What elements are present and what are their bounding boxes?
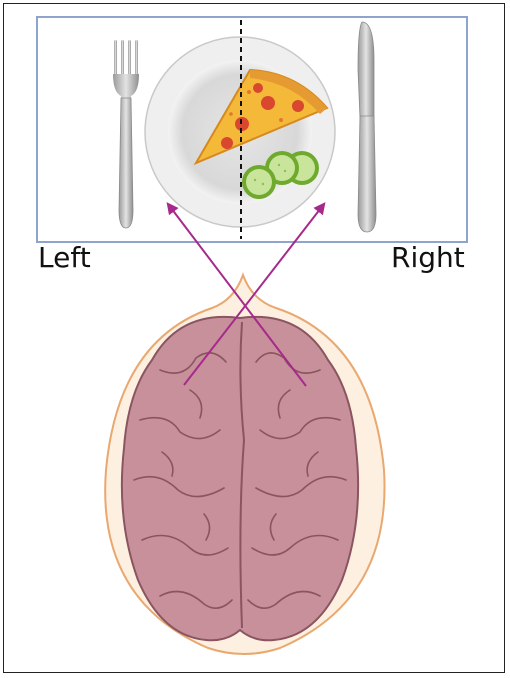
figure-frame (3, 3, 505, 673)
arrow-left-hemisphere-to-right-field (183, 202, 326, 386)
label-left: Left (38, 241, 91, 274)
knife-icon (357, 21, 377, 233)
brain-icon (120, 316, 360, 642)
cucumber-slices-icon (242, 151, 319, 199)
fork-icon (113, 40, 139, 229)
pizza-slice-icon (193, 68, 329, 166)
arrow-right-hemisphere-to-left-field (166, 202, 307, 387)
label-right: Right (391, 241, 465, 274)
